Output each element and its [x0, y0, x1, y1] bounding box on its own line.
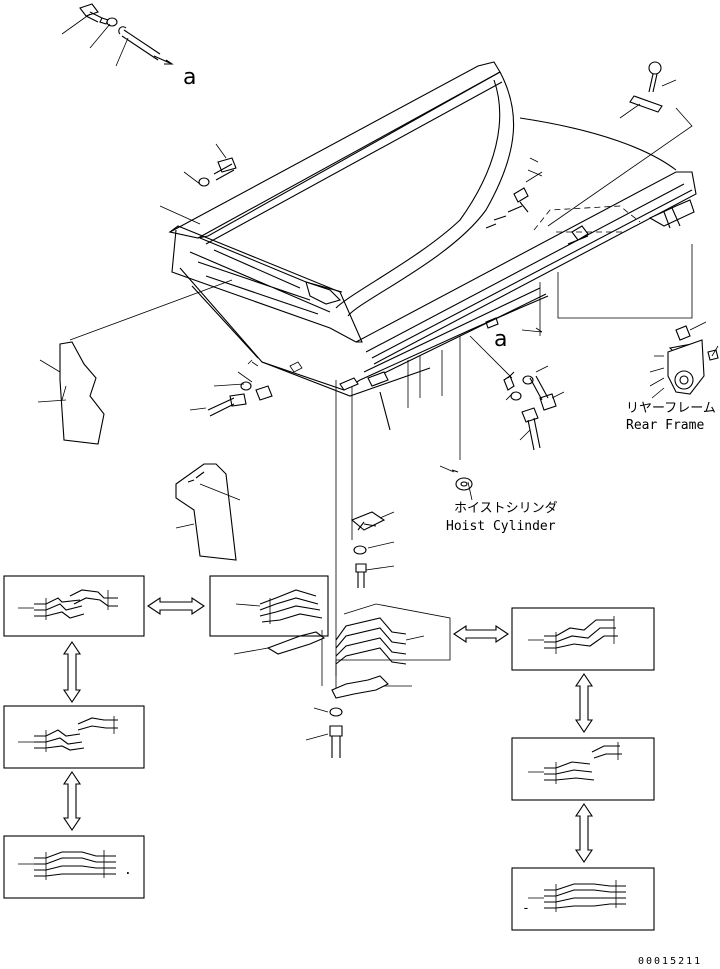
spring-set-box-left-3 [3, 835, 145, 899]
top-bolt-assembly [61, 3, 174, 67]
spring-set-box-left-1 [3, 575, 145, 637]
rear-frame-label-en: Rear Frame [626, 418, 704, 433]
arrow-l2-l3 [62, 771, 82, 831]
drawing-number: 00015211 [638, 956, 702, 967]
arrow-r2-r3 [574, 803, 594, 863]
mid-plate-piece [233, 631, 326, 655]
spring-set-box-right-3 [511, 867, 655, 931]
hoist-cylinder-label-en: Hoist Cylinder [446, 519, 556, 534]
rear-frame-detail [649, 321, 719, 399]
rear-pin [547, 61, 693, 227]
variant-mark-right: - [522, 901, 530, 916]
front-bolt [159, 143, 237, 225]
lower-left-guard [175, 463, 241, 561]
hoist-cylinder-label-jp: ホイストシリンダ [454, 501, 558, 516]
spring-set-box-left-2 [3, 705, 145, 769]
center-spring-set [335, 617, 425, 665]
callout-a-arrow [521, 327, 543, 333]
rear-frame-label-jp: リヤーフレーム [626, 401, 716, 416]
callout-a-top: a [183, 65, 196, 90]
left-side-plate [37, 279, 233, 445]
variant-mark-left: . [124, 863, 132, 878]
spring-set-box-right-1 [511, 607, 655, 671]
center-lower-bracket [305, 675, 412, 758]
bracket-bolts-right [503, 365, 565, 451]
bracket-bolt-left [189, 371, 273, 417]
spring-set-box-right-2 [511, 737, 655, 801]
arrow-l1-m1 [147, 596, 205, 616]
hoist-cylinder-pin [439, 465, 473, 501]
arrow-r1-r2 [574, 673, 594, 733]
spring-set-box-mid-1 [209, 575, 329, 637]
arrow-l1-l2 [62, 641, 82, 703]
arrow-center-r1 [453, 624, 509, 644]
callout-a-mid: a [494, 327, 507, 352]
dump-body [168, 61, 697, 690]
